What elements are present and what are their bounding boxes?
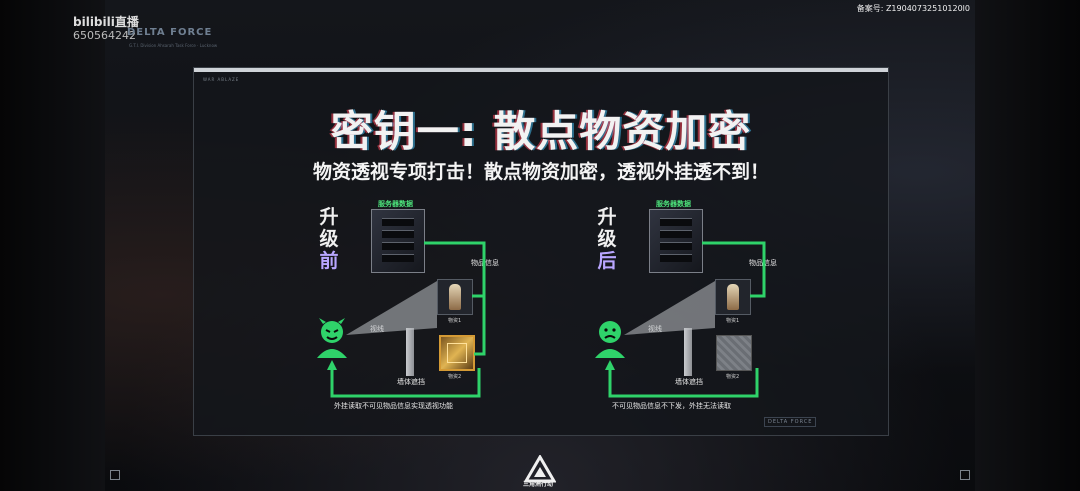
right-dark-panel <box>975 0 1080 491</box>
after-label-char-1: 升 <box>597 206 617 228</box>
delta-force-logo-text: 三角洲行动 <box>523 481 554 488</box>
beian-number: 备案号: Z19040732510120l0 <box>856 4 970 13</box>
room-id: 650564242 <box>73 29 136 42</box>
left-dark-panel <box>0 0 105 491</box>
after-wall-label: 墙体遮挡 <box>675 378 703 386</box>
before-item1-label: 物资1 <box>448 318 462 324</box>
corner-marker-bl <box>110 470 120 480</box>
after-wall <box>684 328 692 376</box>
before-label-char-3: 前 <box>319 250 339 272</box>
corner-marker-br <box>960 470 970 480</box>
after-item2-label: 物资2 <box>726 374 740 380</box>
footer-badge: DELTA FORCE <box>764 417 817 427</box>
cheater-sad-icon <box>595 321 625 358</box>
before-data-arrow-item2 <box>424 241 486 356</box>
before-diagram-lines <box>327 241 486 398</box>
after-server-icon <box>649 209 703 273</box>
game-header-title: DELTA FORCE <box>127 27 213 38</box>
before-wall-label: 墙体遮挡 <box>397 378 425 386</box>
after-server-label: 服务器数据 <box>656 200 691 208</box>
before-label-char-2: 级 <box>319 228 339 250</box>
after-data-arrow-item1 <box>702 241 766 298</box>
presentation-slide: WAR ABLAZE 密钥一: 散点物资加密 物资透视专项打击！散点物资加密，透… <box>193 67 889 436</box>
before-arrow-head <box>327 360 337 370</box>
bilibili-live-logo: bilibili直播 <box>73 15 139 29</box>
after-diagram-lines <box>605 241 766 398</box>
after-item1-figurine <box>715 279 751 315</box>
cheater-devil-icon <box>317 318 347 358</box>
slide-subtitle: 物资透视专项打击！散点物资加密，透视外挂透不到！ <box>312 161 769 183</box>
before-item2-gold-box <box>439 335 475 371</box>
before-caption: 外挂读取不可见物品信息实现透视功能 <box>334 402 453 410</box>
before-item2-label: 物资2 <box>448 374 462 380</box>
before-wall <box>406 328 414 376</box>
after-item1-label: 物资1 <box>726 318 740 324</box>
before-server-label: 服务器数据 <box>378 200 413 208</box>
before-sight-cone <box>346 281 437 335</box>
before-item1-figurine <box>437 279 473 315</box>
before-server-icon <box>371 209 425 273</box>
after-sight-cone <box>624 281 715 335</box>
delta-force-logo-icon <box>524 455 556 483</box>
slide-topbar <box>194 68 888 72</box>
before-upgrade-label: 升 级 前 <box>318 206 340 272</box>
slide-title: 密钥一: 散点物资加密 <box>330 107 752 156</box>
after-item2-encrypted <box>716 335 752 371</box>
before-cheat-read-arrow <box>330 368 481 398</box>
after-cheat-read-arrow <box>608 368 759 398</box>
after-upgrade-label: 升 级 后 <box>596 206 618 272</box>
before-label-char-1: 升 <box>319 206 339 228</box>
slide-topbar-label: WAR ABLAZE <box>203 77 240 82</box>
after-arrow-head <box>605 360 615 370</box>
game-header-subtitle: G.T.I. Division Ahsarah Task Force · Luc… <box>129 43 218 48</box>
after-caption: 不可见物品信息不下发，外挂无法读取 <box>612 402 731 410</box>
after-label-char-2: 级 <box>597 228 617 250</box>
after-label-char-3: 后 <box>597 250 617 272</box>
